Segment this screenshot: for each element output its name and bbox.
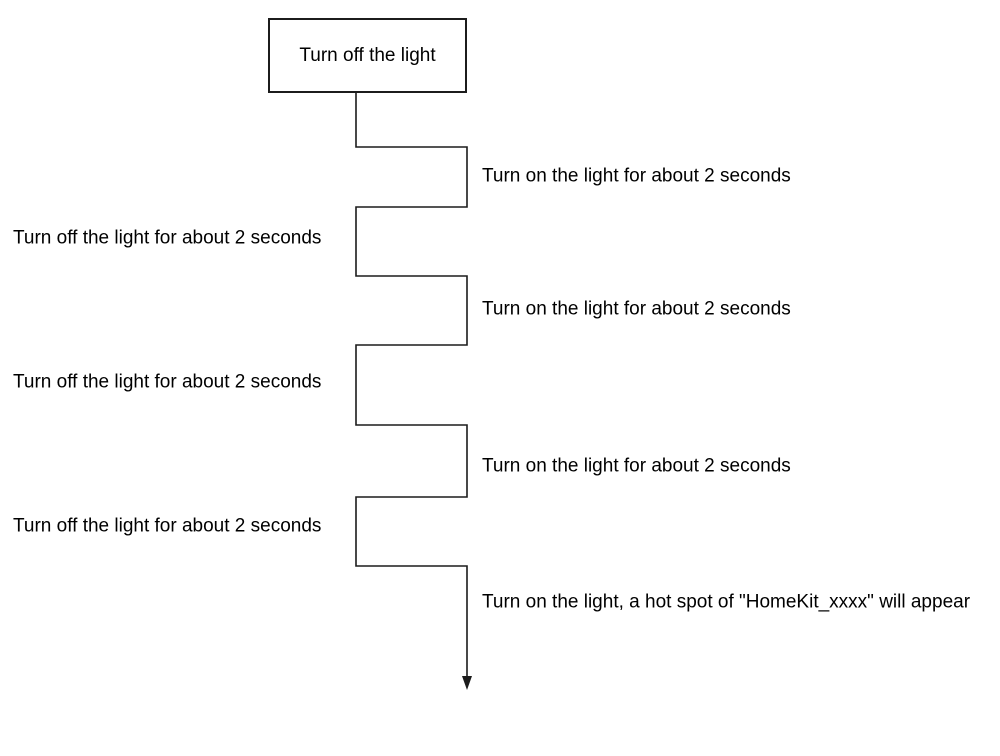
step-label-off-3: Turn off the light for about 2 seconds	[13, 515, 322, 537]
step-label-on-3: Turn on the light for about 2 seconds	[482, 455, 791, 477]
step-label-on-2: Turn on the light for about 2 seconds	[482, 298, 791, 320]
step-label-off-1: Turn off the light for about 2 seconds	[13, 227, 322, 249]
step-label-off-2: Turn off the light for about 2 seconds	[13, 371, 322, 393]
start-box-label: Turn off the light	[299, 44, 436, 66]
square-wave-flow-line	[355, 93, 468, 678]
step-label-on-final-hotspot: Turn on the light, a hot spot of "HomeKi…	[482, 591, 971, 613]
step-label-on-1: Turn on the light for about 2 seconds	[482, 165, 791, 187]
start-box: Turn off the light	[268, 18, 467, 93]
arrowhead-icon	[462, 676, 472, 690]
